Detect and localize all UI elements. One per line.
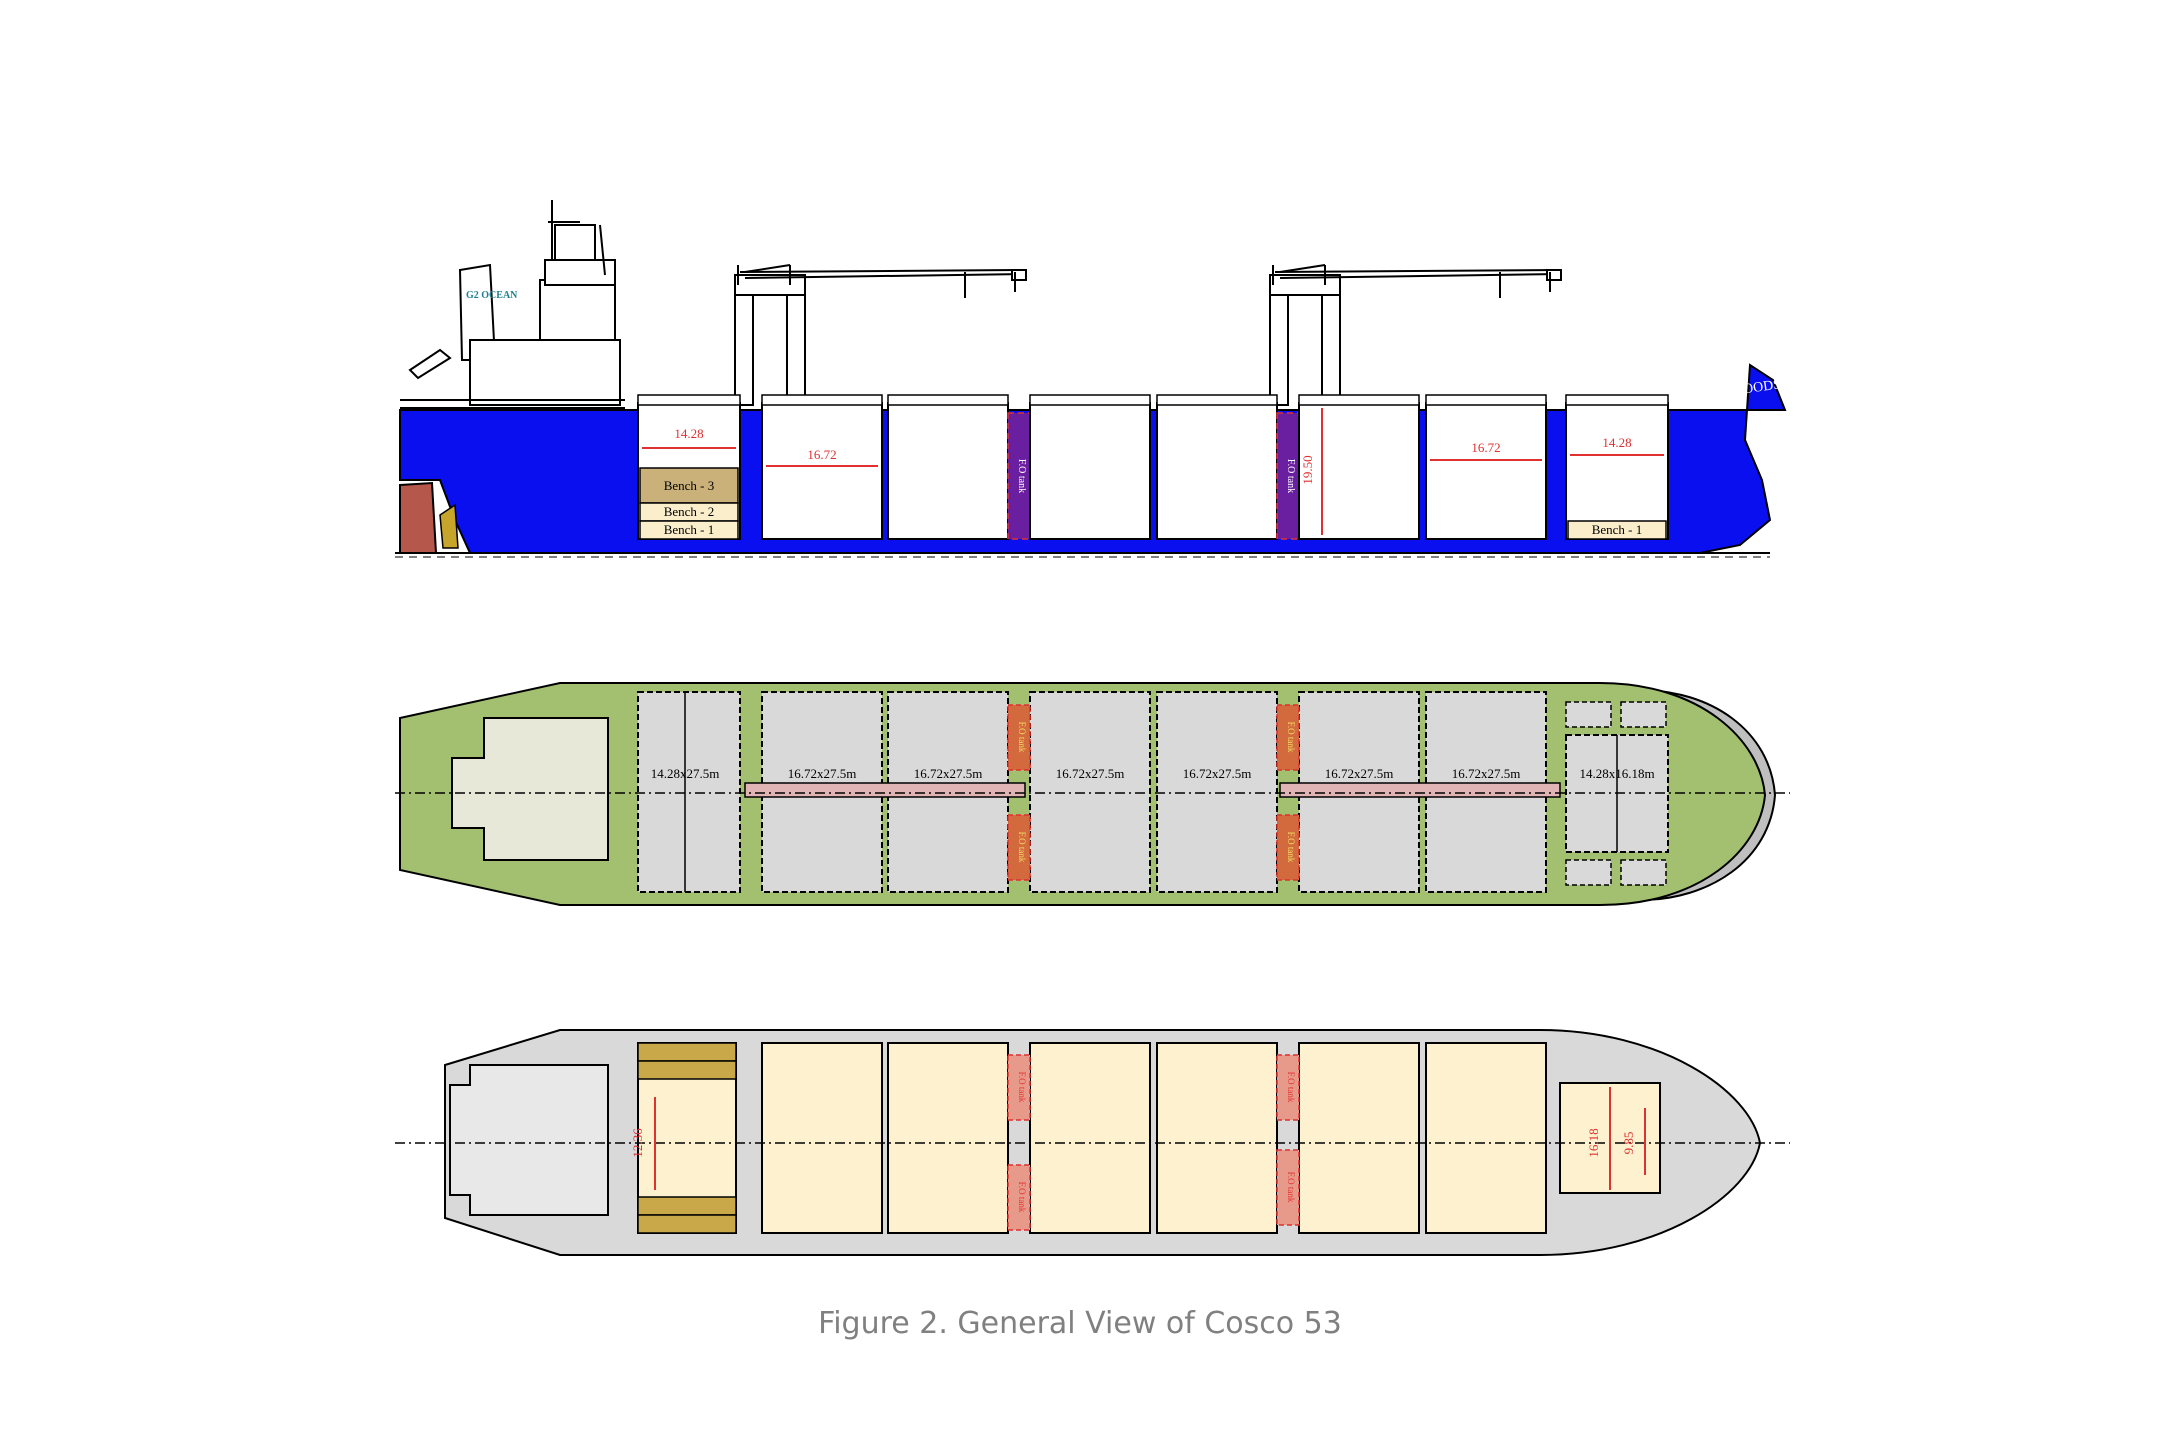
accommodation-block: [451, 717, 609, 861]
tanktop-fo-tanks: [1007, 1054, 1300, 1231]
deck-fo-tank-2b-label: F.O tank: [1286, 832, 1296, 863]
side-hold-2: [761, 402, 883, 540]
rudder: [399, 481, 438, 554]
side-hold-6: [1298, 402, 1420, 540]
deck-fo-tank-1b-label: F.O tank: [1017, 832, 1027, 863]
dim-aft-hold: 14.28: [674, 426, 703, 441]
deck-fo-tank-2a-label: F.O tank: [1286, 722, 1296, 753]
tanktop-dim-inner: 9.85: [1621, 1132, 1636, 1155]
funnel-logo: G2 OCEAN: [466, 290, 518, 301]
deck-hold-5-label: 16.72x27.5m: [1183, 766, 1252, 781]
bench-aft-3-label: Bench - 3: [664, 478, 715, 493]
engine-room-block: [449, 1064, 609, 1216]
bench-aft-3: [639, 467, 739, 504]
bench-aft-1: [639, 520, 739, 540]
deck-hold-1-label: 14.28x27.5m: [651, 766, 720, 781]
dim-hold-7: 16.72: [1471, 440, 1500, 455]
figure-caption: Figure 2. General View of Cosco 53: [818, 1306, 1342, 1341]
side-hold-3: [887, 402, 1009, 540]
deck-hold-3-label: 16.72x27.5m: [914, 766, 983, 781]
side-view: G2 OCEAN Bench -: [395, 200, 1787, 558]
side-hold-7: [1425, 402, 1547, 540]
tanktop-plan: 12.36 16.18 9.85 F.O tank F.O tank F.O t…: [395, 1029, 1790, 1256]
tanktop-holds: [637, 1042, 1661, 1234]
side-fo-tank-2-label: F.O tank: [1285, 459, 1296, 493]
deck-hold-7-label: 16.72x27.5m: [1452, 766, 1521, 781]
tanktop-dim-hold-1: 12.36: [630, 1128, 645, 1158]
tanktop-fo-tank-2b-label: F.O tank: [1286, 1172, 1296, 1203]
tanktop-fo-tank-2a-label: F.O tank: [1286, 1072, 1296, 1103]
side-fo-tank-1-label: F.O tank: [1016, 459, 1027, 493]
tanktop-fo-tank-1a-label: F.O tank: [1017, 1072, 1027, 1103]
dim-height: 19.50: [1300, 455, 1315, 484]
bench-fwd-1-label: Bench - 1: [1592, 522, 1643, 537]
tanktop-hold-1-bands: [637, 1042, 737, 1234]
dim-fwd-hold: 14.28: [1602, 435, 1631, 450]
crane-fwd: [1269, 264, 1562, 406]
bench-aft-2-label: Bench - 2: [664, 504, 715, 519]
deck-hold-4-label: 16.72x27.5m: [1056, 766, 1125, 781]
deck-plan: 14.28x27.5m 16.72x27.5m 16.72x27.5m 16.7…: [395, 682, 1790, 906]
deck-fo-tanks: [1007, 704, 1300, 881]
deck-hold-8-label: 14.28x16.18m: [1579, 766, 1654, 781]
side-hold-5: [1156, 402, 1278, 540]
bench-fwd-1: [1567, 520, 1667, 540]
dim-hold-2: 16.72: [807, 447, 836, 462]
side-hold-8: [1565, 402, 1669, 540]
crane-aft: [734, 264, 1027, 416]
superstructure: [400, 200, 625, 409]
propeller: [439, 503, 459, 549]
side-hold-4: [1029, 402, 1151, 540]
deck-fo-tank-1a-label: F.O tank: [1017, 722, 1027, 753]
tanktop-dim-width: 16.18: [1586, 1128, 1601, 1157]
hatch-covers: [637, 394, 1669, 406]
tanktop-fo-tank-1b-label: F.O tank: [1017, 1182, 1027, 1213]
deck-hold-6-label: 16.72x27.5m: [1325, 766, 1394, 781]
deck-hatches-fwd: [1565, 701, 1667, 886]
deck-hold-2-label: 16.72x27.5m: [788, 766, 857, 781]
bench-aft-1-label: Bench - 1: [664, 522, 715, 537]
